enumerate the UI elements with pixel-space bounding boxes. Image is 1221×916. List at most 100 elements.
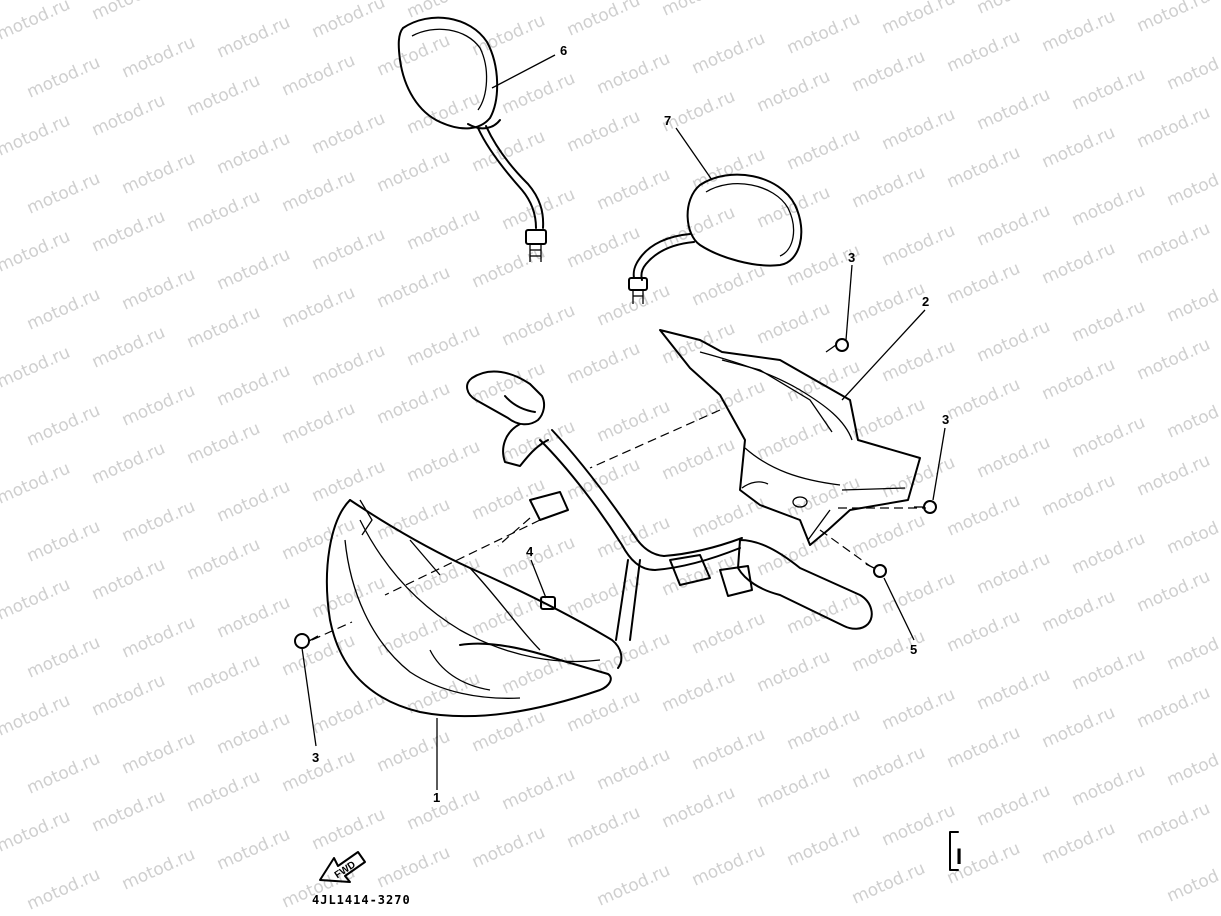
watermark-text: motod.ru [374, 379, 453, 429]
watermark-text: motod.ru [689, 609, 768, 659]
watermark-text: motod.ru [784, 9, 863, 59]
watermark-text: motod.ru [119, 33, 198, 83]
watermark-text: motod.ru [24, 749, 103, 799]
watermark-text: motod.ru [879, 569, 958, 619]
watermark-text: motod.ru [374, 263, 453, 313]
watermark-text: motod.ru [1164, 857, 1221, 907]
watermark-text: motod.ru [849, 859, 928, 909]
watermark-text: motod.ru [944, 607, 1023, 657]
watermark-text: motod.ru [1069, 297, 1148, 347]
watermark-text: motod.ru [879, 801, 958, 851]
watermark-text: motod.ru [214, 361, 293, 411]
watermark-text: motod.ru [279, 631, 358, 681]
watermark-text: motod.ru [1069, 65, 1148, 115]
watermark-text: motod.ru [0, 0, 73, 45]
watermark-text: motod.ru [1069, 181, 1148, 231]
watermark-text: motod.ru [1069, 413, 1148, 463]
watermark-text: motod.ru [469, 359, 548, 409]
callout-7: 7 [664, 113, 671, 128]
watermark-text: motod.ru [689, 841, 768, 891]
watermark-text: motod.ru [0, 807, 73, 857]
fasteners [294, 338, 937, 649]
callout-1: 1 [433, 790, 440, 805]
watermark-text: motod.ru [24, 53, 103, 103]
watermark-text: motod.ru [374, 727, 453, 777]
watermark-text: motod.ru [374, 843, 453, 893]
watermark-text: motod.ru [0, 459, 73, 509]
watermark-text: motod.ru [784, 821, 863, 871]
callout-6: 6 [560, 43, 567, 58]
callout-3-top: 3 [848, 250, 855, 265]
watermark-text: motod.ru [944, 259, 1023, 309]
watermark-text: motod.ru [184, 535, 263, 585]
front-handlebar-cover [325, 499, 623, 718]
callouts: 6 7 3 2 3 4 5 3 1 [312, 43, 949, 805]
watermark-text: motod.ru [469, 707, 548, 757]
watermark-text: motod.ru [279, 167, 358, 217]
watermark-text: motod.ru [1134, 799, 1213, 849]
watermark-text: motod.ru [374, 495, 453, 545]
watermark-text: motod.ru [309, 225, 388, 275]
watermark-text: motod.ru [974, 781, 1053, 831]
callout-4: 4 [526, 544, 534, 559]
watermark-text: motod.ru [499, 301, 578, 351]
watermark-text: motod.ru [404, 437, 483, 487]
nut-4 [540, 596, 556, 610]
watermark-text: motod.ru [784, 589, 863, 639]
watermark-text: motod.ru [849, 47, 928, 97]
watermark-text: motod.ru [24, 633, 103, 683]
watermark-text: motod.ru [469, 823, 548, 873]
watermark-text: motod.ru [1039, 819, 1118, 869]
watermark-text: motod.ru [659, 435, 738, 485]
watermark-text: motod.ru [659, 667, 738, 717]
watermark-text: motod.ru [1039, 239, 1118, 289]
watermark-text: motod.ru [374, 147, 453, 197]
watermark-text: motod.ru [119, 149, 198, 199]
screw-5 [865, 563, 887, 578]
watermark-text: motod.ru [944, 27, 1023, 77]
left-mirror [397, 16, 547, 262]
watermark-text: motod.ru [564, 687, 643, 737]
watermark-text: motod.ru [1134, 683, 1213, 733]
callout-3-right: 3 [942, 412, 949, 427]
watermark-text: motod.ru [499, 649, 578, 699]
diagram-code: 4JL1414-3270 [312, 893, 411, 907]
watermark-text: motod.ru [469, 475, 548, 525]
watermark-text: motod.ru [0, 343, 73, 393]
watermark-text: motod.ru [1134, 335, 1213, 385]
watermark-text: motod.ru [499, 185, 578, 235]
callout-3-left: 3 [312, 750, 319, 765]
watermark-text: motod.ru [279, 51, 358, 101]
watermark-text: motod.ru [1164, 45, 1221, 95]
watermark-text: motod.ru [1134, 0, 1213, 37]
watermark-text: motod.ru [214, 709, 293, 759]
watermark-text: motod.ru [974, 201, 1053, 251]
watermark-text: motod.ru [499, 765, 578, 815]
watermark-text: motod.ru [564, 803, 643, 853]
watermark-text: motod.ru [784, 125, 863, 175]
watermark-text: motod.ru [184, 71, 263, 121]
watermark-text: motod.ru [119, 845, 198, 895]
watermark-text: motod.ru [89, 0, 168, 25]
watermark-text: motod.ru [659, 0, 738, 21]
watermark-text: motod.ru [944, 491, 1023, 541]
watermark-text: motod.ru [499, 533, 578, 583]
watermark-text: motod.ru [754, 763, 833, 813]
watermark-text: motod.ru [214, 825, 293, 875]
page-marker-label: I [956, 844, 962, 869]
watermark-text: motod.ru [119, 729, 198, 779]
watermark-text: motod.ru [784, 705, 863, 755]
watermark-text: motod.ru [754, 67, 833, 117]
watermark-text: motod.ru [689, 29, 768, 79]
watermark-text: motod.ru [1039, 703, 1118, 753]
watermark-text: motod.ru [214, 593, 293, 643]
watermark-text: motod.ru [24, 401, 103, 451]
watermark-text: motod.ru [594, 281, 673, 331]
handlebar [466, 370, 873, 641]
assembly-lines [311, 409, 926, 641]
watermark-text: motod.ru [879, 105, 958, 155]
watermark-text: motod.ru [1164, 277, 1221, 327]
watermark-text: motod.ru [1164, 625, 1221, 675]
watermark-text: motod.ru [849, 395, 928, 445]
